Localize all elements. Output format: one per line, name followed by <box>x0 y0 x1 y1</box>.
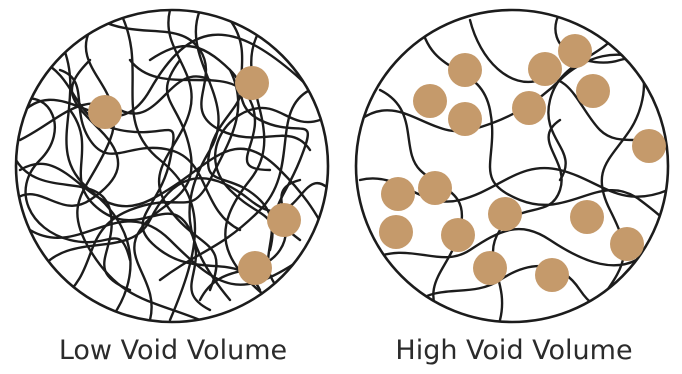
particle <box>512 91 546 125</box>
particle <box>448 53 482 87</box>
high-void-particles <box>379 34 666 292</box>
particle <box>381 177 415 211</box>
particle <box>558 34 592 68</box>
particle <box>610 227 644 261</box>
particle <box>473 251 507 285</box>
particle <box>441 218 475 252</box>
particle <box>528 52 562 86</box>
particle <box>88 95 122 129</box>
void-volume-diagram <box>14 8 670 324</box>
low-void-caption: Low Void Volume <box>58 335 288 366</box>
high-void-caption: High Void Volume <box>395 335 633 366</box>
particle <box>535 258 569 292</box>
particle <box>418 171 452 205</box>
low-void-panel <box>14 8 330 324</box>
particle <box>413 84 447 118</box>
particle <box>576 74 610 108</box>
particle <box>267 203 301 237</box>
high-void-panel <box>354 8 670 324</box>
low-void-particles <box>88 66 301 285</box>
low-void-outline <box>14 8 330 324</box>
particle <box>448 102 482 136</box>
particle <box>235 66 269 100</box>
particle <box>632 129 666 163</box>
particle <box>570 200 604 234</box>
high-void-outline <box>354 8 670 324</box>
particle <box>488 197 522 231</box>
particle <box>238 251 272 285</box>
particle <box>379 215 413 249</box>
